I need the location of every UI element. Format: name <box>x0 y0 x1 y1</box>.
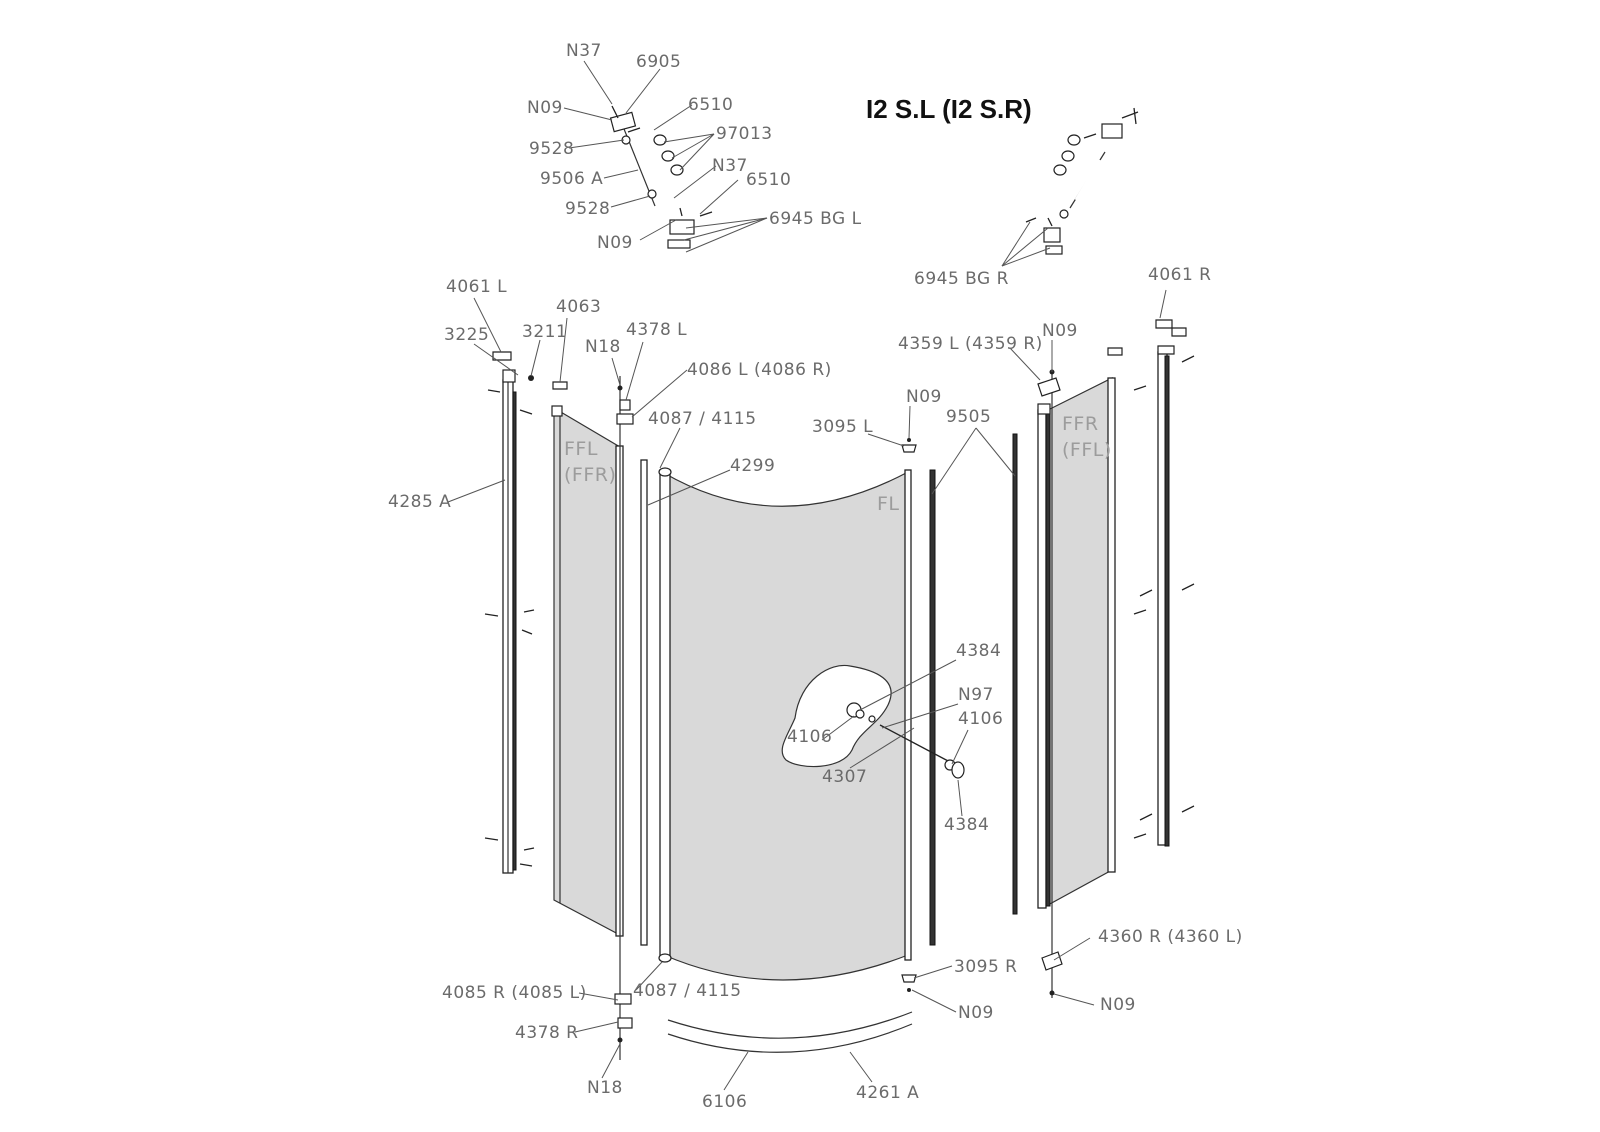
label-4086: 4086 L (4086 R) <box>687 360 832 380</box>
label-n09-center: N09 <box>906 387 942 407</box>
label-6510-top: 6510 <box>688 95 733 115</box>
door-seal-left <box>929 469 936 946</box>
glass-label-ffl-alt: (FFL) <box>1062 439 1112 461</box>
label-4360: 4360 R (4360 L) <box>1098 927 1243 947</box>
seal-profile <box>640 459 648 946</box>
label-4378r: 4378 R <box>515 1023 578 1043</box>
label-6945bgr: 6945 BG R <box>914 269 1009 289</box>
label-n09-right: N09 <box>1042 321 1078 341</box>
label-4384-bot: 4384 <box>944 815 989 835</box>
label-4384-top: 4384 <box>956 641 1001 661</box>
label-n97: N97 <box>958 685 994 705</box>
label-3095r: 3095 R <box>954 957 1017 977</box>
glass-label-ffr: FFR <box>1062 413 1099 435</box>
label-4359: 4359 L (4359 R) <box>898 334 1043 354</box>
bottom-pivot-left <box>614 993 633 1043</box>
glass-label-ffr-alt: (FFR) <box>564 464 616 486</box>
label-n37-mid: N37 <box>712 156 748 176</box>
label-n09-mid: N09 <box>597 233 633 253</box>
glass-label-fl: FL <box>877 493 900 515</box>
label-9506a: 9506 A <box>540 169 603 189</box>
wall-profile-left <box>484 369 535 874</box>
label-4307: 4307 <box>822 767 867 787</box>
cap-4063 <box>552 381 568 390</box>
door-pivot-top <box>901 438 917 453</box>
label-4299: 4299 <box>730 456 775 476</box>
label-4061l: 4061 L <box>446 277 507 297</box>
label-6106: 6106 <box>702 1092 747 1112</box>
handle-assembly <box>781 664 965 779</box>
label-6945bgl: 6945 BG L <box>769 209 862 229</box>
label-3225: 3225 <box>444 325 489 345</box>
bottom-threshold <box>667 1011 913 1060</box>
label-9528-bot: 9528 <box>565 199 610 219</box>
label-4087-bot: 4087 / 4115 <box>633 981 742 1001</box>
label-4063: 4063 <box>556 297 601 317</box>
label-4261a: 4261 A <box>856 1083 919 1103</box>
label-n09-bot: N09 <box>958 1003 994 1023</box>
label-4378l: 4378 L <box>626 320 687 340</box>
label-4087-top: 4087 / 4115 <box>648 409 757 429</box>
door-pivot-bottom <box>901 974 917 992</box>
label-4285a: 4285 A <box>388 492 451 512</box>
label-3095l: 3095 L <box>812 417 873 437</box>
curved-door-panel: FL <box>658 467 912 981</box>
cap-4061r <box>1155 319 1173 329</box>
fixed-glass-panel-right: FFR (FFL) <box>1037 377 1116 909</box>
part-labels: N37 6905 N09 6510 97013 9528 N37 9506 A … <box>388 41 1243 1112</box>
label-3211: 3211 <box>522 322 567 342</box>
leader-lines <box>447 60 1167 1091</box>
top-pivot-right <box>1037 369 1061 397</box>
top-pivot-left <box>616 385 634 425</box>
label-4061r: 4061 R <box>1148 265 1211 285</box>
label-9505: 9505 <box>946 407 991 427</box>
wall-profile-right <box>1107 327 1195 847</box>
stabilizer-bar-assembly-left <box>609 105 713 249</box>
bottom-pivot-right <box>1041 951 1063 996</box>
model-title: I2 S.L (I2 S.R) <box>866 94 1032 124</box>
label-4106-left: 4106 <box>787 727 832 747</box>
label-n09-br: N09 <box>1100 995 1136 1015</box>
fixed-glass-panel-left: FFL (FFR) <box>551 405 624 937</box>
label-6905: 6905 <box>636 52 681 72</box>
door-seal-right <box>1012 433 1018 915</box>
label-4085: 4085 R (4085 L) <box>442 983 587 1003</box>
label-n37-top: N37 <box>566 41 602 61</box>
label-9528-top: 9528 <box>529 139 574 159</box>
label-97013: 97013 <box>716 124 773 144</box>
label-4106-right: 4106 <box>958 709 1003 729</box>
stabilizer-bar-assembly-right <box>1025 107 1139 255</box>
label-n18-bot: N18 <box>587 1078 623 1098</box>
glass-label-ffl: FFL <box>564 438 598 460</box>
label-n18-top: N18 <box>585 337 621 357</box>
label-n09-top: N09 <box>527 98 563 118</box>
label-6510-mid: 6510 <box>746 170 791 190</box>
